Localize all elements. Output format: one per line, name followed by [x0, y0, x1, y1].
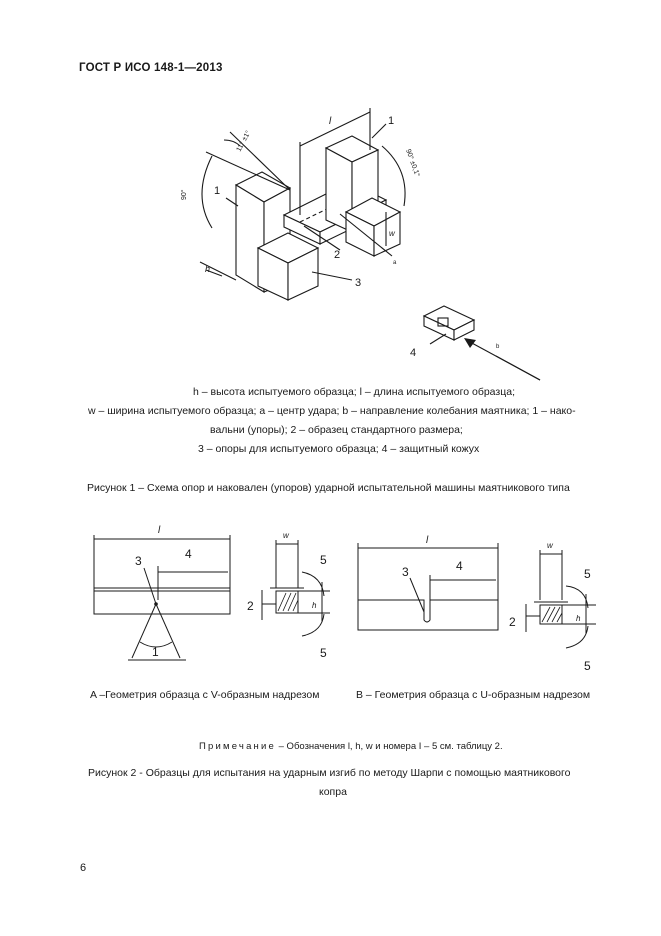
fig1-label-angle-left: 90° — [180, 189, 188, 200]
fig2a-label-3: 3 — [135, 554, 142, 568]
figure-2-note: Примечание – Обозначения l, h, w и номер… — [199, 741, 503, 752]
fig2b-label-5-bottom: 5 — [584, 659, 591, 673]
fig1-label-a: a — [393, 260, 397, 266]
fig1-label-dim-h: h — [205, 264, 210, 274]
fig2a-label-1: 1 — [152, 645, 159, 659]
fig2a-label-5-bottom: 5 — [320, 646, 327, 660]
figure-2b-caption: B – Геометрия образца с U-образным надре… — [356, 689, 591, 701]
fig1-legend-line-4: 3 – опоры для испытуемого образца; 4 – з… — [198, 443, 480, 455]
page-number: 6 — [80, 862, 87, 874]
fig2a-label-4: 4 — [185, 547, 192, 561]
fig1-label-support-right: 1 — [388, 115, 394, 127]
fig2b-label-2: 2 — [509, 615, 516, 629]
fig1-label-specimen: 2 — [334, 249, 340, 261]
fig2b-label-h: h — [576, 614, 581, 623]
fig1-label-support-left: 1 — [214, 185, 220, 197]
figure-2a-caption: A –Геометрия образца с V-образным надрез… — [90, 689, 320, 701]
fig1-label-dim-w: w — [389, 229, 396, 238]
fig2b-label-4: 4 — [456, 559, 463, 573]
note-prefix: Примечание — [199, 741, 276, 752]
figure-2-caption-line-2: копра — [319, 786, 347, 798]
note-text: – Обозначения l, h, w и номера I – 5 см.… — [276, 741, 503, 752]
document-header: ГОСТ Р ИСО 148-1—2013 — [79, 62, 223, 74]
fig1-label-dim-l: l — [329, 116, 332, 127]
fig2a-label-w: w — [283, 531, 290, 540]
fig2b-label-l: l — [426, 535, 429, 546]
fig1-label-guard: 4 — [410, 347, 416, 359]
fig2a-label-5-top: 5 — [320, 553, 327, 567]
fig2a-label-h: h — [312, 601, 317, 610]
fig1-legend-line-3: вальни (упоры); 2 – образец стандартного… — [210, 424, 463, 436]
figure-1-caption: Рисунок 1 – Схема опор и наковален (упор… — [87, 482, 570, 494]
fig2b-label-w: w — [547, 541, 554, 550]
fig2b-label-5-top: 5 — [584, 567, 591, 581]
fig2a-label-l: l — [158, 525, 161, 536]
fig2b-label-3: 3 — [402, 565, 409, 579]
fig2a-label-2: 2 — [247, 599, 254, 613]
figure-2-caption-line-1: Рисунок 2 - Образцы для испытания на уда… — [88, 767, 571, 779]
fig1-legend-line-2: w – ширина испытуемого образца; a – цент… — [88, 405, 576, 417]
fig1-label-b: b — [496, 344, 500, 350]
fig1-legend-line-1: h – высота испытуемого образца; l – длин… — [193, 386, 515, 398]
fig1-label-anvils: 3 — [355, 277, 361, 289]
